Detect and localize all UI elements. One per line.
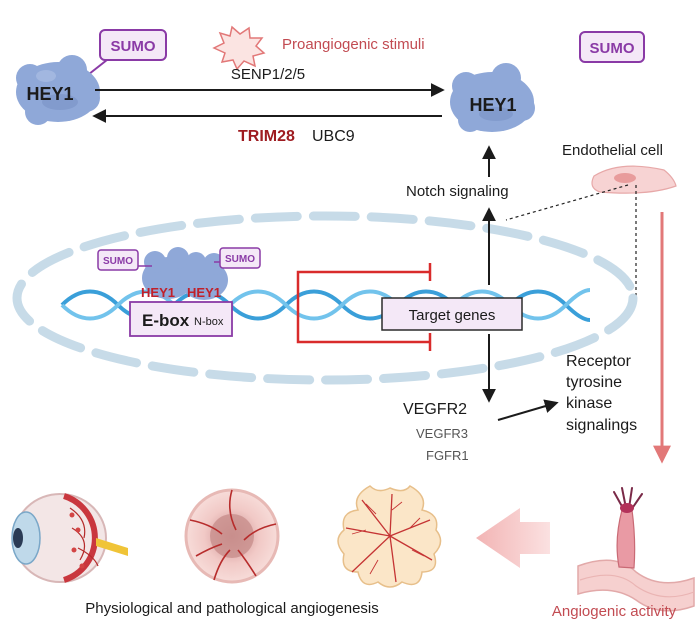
sumo-label-left: SUMO: [111, 38, 156, 55]
retina-flatmount-icon: [337, 485, 442, 588]
sumo-tag-small-left: [97, 249, 139, 271]
rtk-label-line1: Receptor: [566, 353, 632, 370]
endothelial-label: Endothelial cell: [562, 142, 663, 159]
ebox-label: E-box: [142, 311, 190, 330]
ebox-element: [129, 301, 233, 337]
zoom-line-left: [505, 184, 629, 221]
starburst-icon: [212, 25, 266, 71]
hey1-dimer-label-b: HEY1: [187, 285, 221, 300]
rtk-label-line4: signalings: [566, 417, 637, 434]
rtk-label-line2: tyrosine: [566, 374, 622, 391]
physio-caption: Physiological and pathological angiogene…: [85, 600, 379, 617]
endothelial-cell-icon: [591, 165, 677, 194]
target-genes-box: [381, 297, 523, 331]
nbox-label: N-box: [194, 316, 224, 328]
retina-neovascular-icon: [184, 488, 280, 584]
fgfr1-label: FGFR1: [426, 448, 469, 463]
sumo-tag-left: [99, 29, 167, 61]
angiogenic-activity-caption: Angiogenic activity: [552, 603, 677, 620]
notch-label: Notch signaling: [406, 183, 509, 200]
hey1-label-left: HEY1: [26, 84, 73, 104]
vessel-sprout-icon: [577, 487, 695, 612]
hey1-protein-right: [450, 63, 535, 132]
proangiogenic-label: Proangiogenic stimuli: [282, 36, 425, 53]
vegfr3-label: VEGFR3: [416, 426, 468, 441]
nucleus-membrane: [12, 211, 638, 385]
vegfr-to-rtk-arrow: [497, 399, 559, 421]
big-left-arrow: [476, 508, 550, 568]
sumo-tag-right: [579, 31, 645, 63]
sumo-small-right-label: SUMO: [225, 254, 255, 265]
hey1-dimer: [142, 247, 228, 300]
hey1-label-right: HEY1: [469, 95, 516, 115]
hey1-protein-left: [16, 55, 100, 125]
hey1-sumoylated-left: HEY1 SUMO: [16, 29, 167, 125]
vegfr2-label: VEGFR2: [403, 401, 467, 418]
trim28-label: TRIM28: [238, 128, 295, 145]
repression-bracket: [296, 263, 432, 351]
sumo-small-left-label: SUMO: [103, 256, 133, 267]
sumo-label-right: SUMO: [590, 40, 635, 57]
ubc9-label: UBC9: [312, 128, 355, 145]
target-genes-label: Target genes: [409, 307, 496, 324]
proangiogenic-stimuli: Proangiogenic stimuli: [212, 25, 425, 71]
hey1-dimer-label-a: HEY1: [141, 285, 175, 300]
eye-icon: [11, 493, 128, 583]
senp-label: SENP1/2/5: [231, 66, 305, 83]
rtk-label-line3: kinase: [566, 395, 612, 412]
sumo-tag-small-right: [219, 247, 261, 269]
